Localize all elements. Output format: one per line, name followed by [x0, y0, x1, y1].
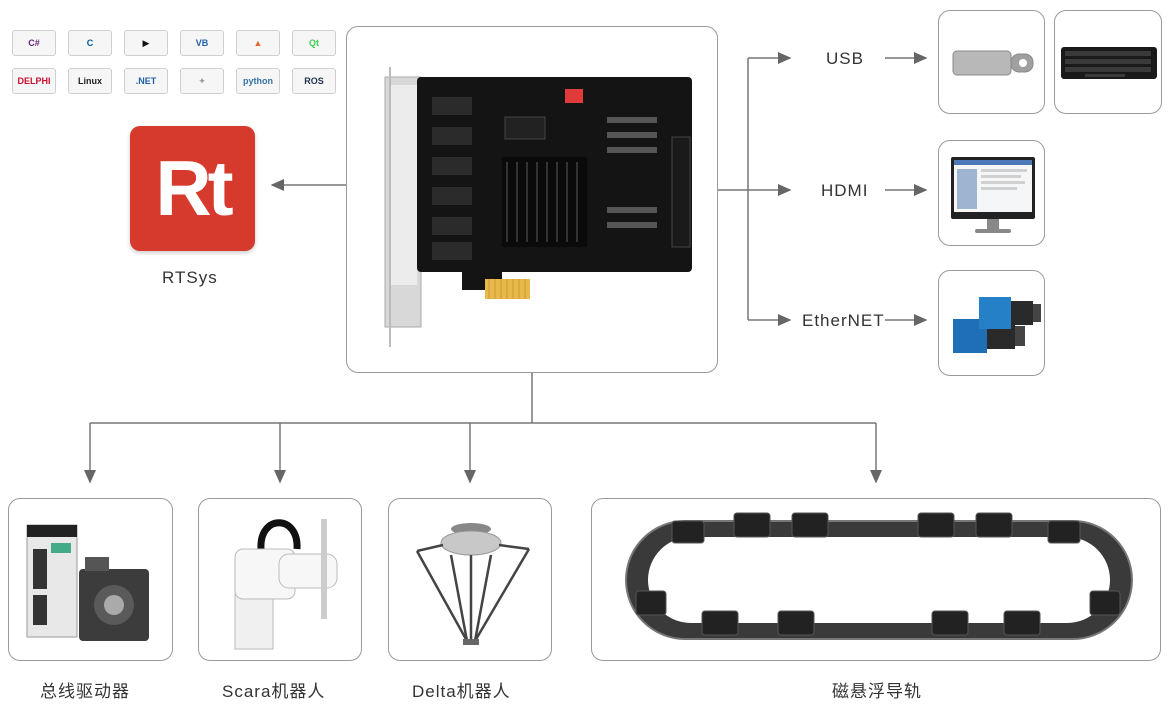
- ethernet-label: EtherNET: [802, 311, 885, 330]
- keyboard-image: [1061, 47, 1157, 79]
- maglev-track-label: 磁悬浮导轨: [832, 682, 922, 701]
- labview-icon: ▶: [124, 30, 168, 56]
- matlab-icon: ▲: [236, 30, 280, 56]
- rtsys-logo-text: Rt: [155, 144, 233, 232]
- maglev-track-image: [625, 512, 1133, 640]
- delta-robot-label: Delta机器人: [412, 682, 511, 701]
- usb-drive-image: [952, 50, 1034, 76]
- qt-icon: Qt: [292, 30, 336, 56]
- delta-robot-image: [415, 523, 531, 645]
- maglev-track-box: [591, 498, 1161, 661]
- hdmi-label: HDMI: [821, 181, 869, 200]
- python-icon: python: [236, 68, 280, 94]
- scara-robot-image: [234, 519, 338, 650]
- motion-control-card: [346, 26, 718, 373]
- usb-drive-box: [938, 10, 1045, 114]
- pcie-card-image: [384, 67, 692, 347]
- scara-robot-label: Scara机器人: [222, 682, 326, 701]
- scara-robot-box: [198, 498, 362, 661]
- servo-drive-box: [8, 498, 173, 661]
- rtsys-logo: Rt: [130, 126, 255, 251]
- delphi-icon: DELPHI: [12, 68, 56, 94]
- vb-icon: VB: [180, 30, 224, 56]
- usb-label: USB: [826, 49, 864, 68]
- industrial-camera-image: [953, 297, 1041, 353]
- csharp-icon: C#: [12, 30, 56, 56]
- dotnet-icon: .NET: [124, 68, 168, 94]
- camera-box: [938, 270, 1045, 376]
- ros-icon: ROS: [292, 68, 336, 94]
- cpp-icon: C: [68, 30, 112, 56]
- monitor-image: [951, 157, 1035, 233]
- android-icon: ✦: [180, 68, 224, 94]
- delta-robot-box: [388, 498, 552, 661]
- keyboard-box: [1054, 10, 1162, 114]
- servo-drive-label: 总线驱动器: [40, 682, 130, 701]
- linux-icon: Linux: [68, 68, 112, 94]
- servo-drive-image: [26, 524, 149, 641]
- monitor-box: [938, 140, 1045, 246]
- rtsys-label: RTSys: [162, 268, 218, 287]
